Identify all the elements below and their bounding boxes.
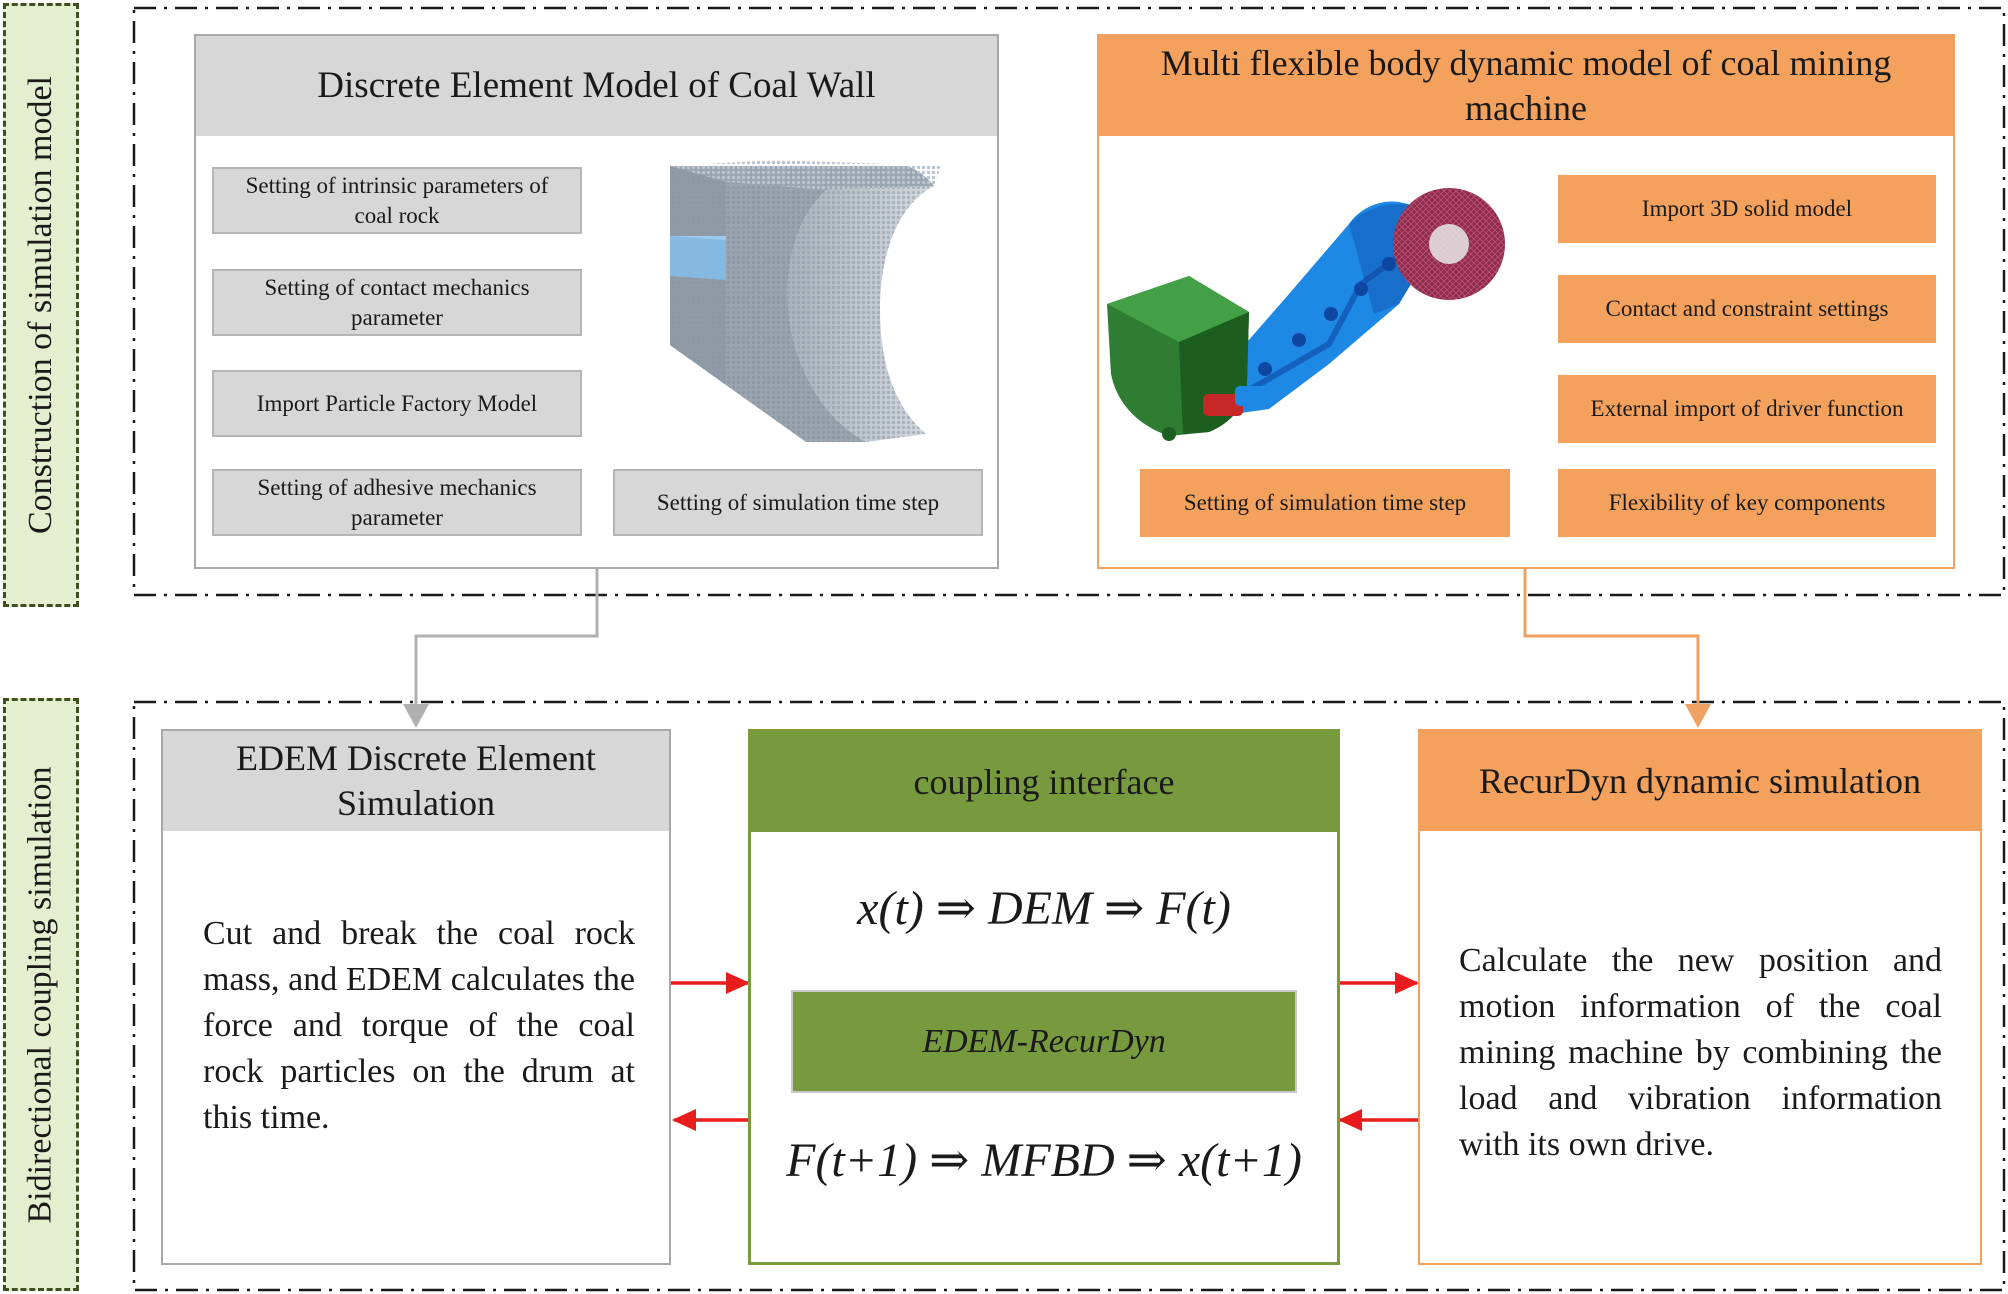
side-label-coupling-text: Bidirectional coupling simulation — [22, 765, 60, 1224]
formula-x-to-force-text: x(t) ⇒ DEM ⇒ F(t) — [857, 882, 1231, 935]
mfbd-item-time-step: Setting of simulation time step — [1140, 469, 1510, 537]
edem-recurdyn-bridge: EDEM-RecurDyn — [791, 990, 1297, 1093]
dem-item-particle-factory: Import Particle Factory Model — [212, 370, 582, 437]
coupling-group-frame — [132, 700, 2006, 1292]
recurdyn-simulation-title: RecurDyn dynamic simulation — [1420, 731, 1980, 831]
recurdyn-simulation-panel: RecurDyn dynamic simulation Calculate th… — [1418, 729, 1982, 1265]
side-label-coupling: Bidirectional coupling simulation — [3, 698, 79, 1291]
coupling-interface-title: coupling interface — [751, 732, 1337, 832]
arrowhead-dem-to-edem — [403, 704, 429, 728]
mfbd-item-flexibility: Flexibility of key components — [1558, 469, 1936, 537]
formula-force-to-x: F(t+1) ⇒ MFBD ⇒ x(t+1) — [751, 1132, 1337, 1188]
edem-simulation-text: Cut and break the coal rock mass, and ED… — [203, 915, 635, 1136]
mfbd-model-panel: Multi flexible body dynamic model of coa… — [1097, 34, 1955, 569]
mfbd-model-title: Multi flexible body dynamic model of coa… — [1099, 36, 1953, 136]
arrowhead-mfbd-to-recurdyn — [1685, 704, 1711, 728]
side-label-construction-text: Construction of simulation model — [22, 75, 59, 535]
connector-mfbd-to-recurdyn — [1523, 568, 1700, 724]
coal-wall-particle-model-image — [670, 160, 941, 442]
coupling-interface-panel: coupling interface x(t) ⇒ DEM ⇒ F(t) EDE… — [748, 729, 1340, 1265]
coal-mining-machine-model-image — [1107, 188, 1505, 441]
dem-item-adhesive: Setting of adhesive mechanics parameter — [212, 469, 582, 536]
dem-item-time-step: Setting of simulation time step — [613, 469, 983, 536]
side-label-construction: Construction of simulation model — [3, 3, 79, 607]
recurdyn-simulation-text: Calculate the new position and motion in… — [1459, 942, 1942, 1163]
connector-dem-to-edem — [414, 568, 599, 724]
dem-model-title: Discrete Element Model of Coal Wall — [196, 36, 997, 136]
edem-simulation-title: EDEM Discrete Element Simulation — [163, 731, 669, 831]
mfbd-item-contact-constraint: Contact and constraint settings — [1558, 275, 1936, 343]
edem-simulation-panel: EDEM Discrete Element Simulation Cut and… — [161, 729, 671, 1265]
formula-force-to-x-text: F(t+1) ⇒ MFBD ⇒ x(t+1) — [786, 1134, 1302, 1187]
construction-group-frame — [132, 6, 2006, 597]
dem-model-panel: Discrete Element Model of Coal Wall Sett… — [194, 34, 999, 569]
dem-item-contact: Setting of contact mechanics parameter — [212, 269, 582, 336]
mfbd-item-driver-function: External import of driver function — [1558, 375, 1936, 443]
dem-item-intrinsic: Setting of intrinsic parameters of coal … — [212, 167, 582, 234]
mfbd-item-import-solid: Import 3D solid model — [1558, 175, 1936, 243]
formula-x-to-force: x(t) ⇒ DEM ⇒ F(t) — [751, 880, 1337, 936]
